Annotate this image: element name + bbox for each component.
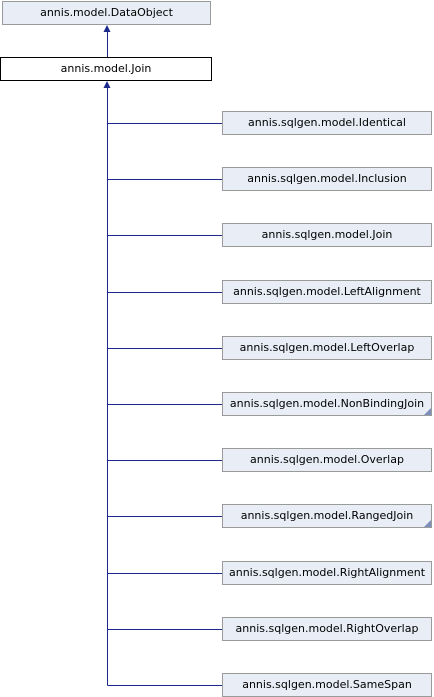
subclass-node[interactable]: annis.sqlgen.model.Overlap bbox=[222, 448, 432, 472]
arrowhead-to-current bbox=[103, 81, 111, 88]
subclass-node[interactable]: annis.sqlgen.model.NonBindingJoin bbox=[222, 392, 432, 416]
subclass-node[interactable]: annis.sqlgen.model.Inclusion bbox=[222, 167, 432, 191]
subclass-node[interactable]: annis.sqlgen.model.LeftOverlap bbox=[222, 336, 432, 360]
subclass-node[interactable]: annis.sqlgen.model.RangedJoin bbox=[222, 504, 432, 528]
subclass-node[interactable]: annis.sqlgen.model.RightOverlap bbox=[222, 617, 432, 641]
subclass-node[interactable]: annis.sqlgen.model.Join bbox=[222, 223, 432, 247]
class-node-join-current: annis.model.Join bbox=[0, 57, 212, 81]
subclass-node[interactable]: annis.sqlgen.model.SameSpan bbox=[222, 673, 432, 697]
subclass-node[interactable]: annis.sqlgen.model.RightAlignment bbox=[222, 561, 432, 585]
subclass-node[interactable]: annis.sqlgen.model.LeftAlignment bbox=[222, 280, 432, 304]
subclass-node[interactable]: annis.sqlgen.model.Identical bbox=[222, 111, 432, 135]
class-node-data-object[interactable]: annis.model.DataObject bbox=[2, 1, 211, 25]
arrowhead-to-parent bbox=[103, 25, 111, 32]
